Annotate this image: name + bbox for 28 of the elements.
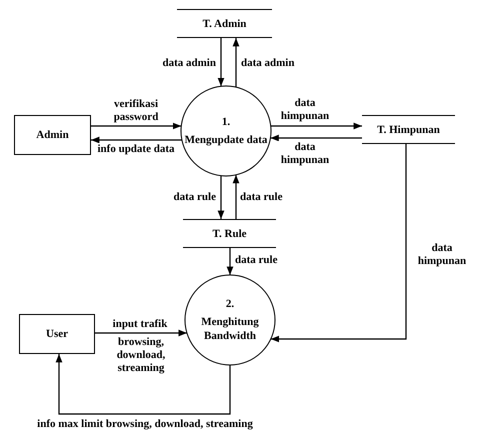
process-number: 1.: [222, 115, 230, 129]
entity-box: [14, 115, 91, 155]
node-label: Admin: [36, 128, 69, 142]
arrow: [270, 122, 362, 130]
arrow: [91, 136, 182, 144]
process-name: Mengupdate data: [184, 133, 268, 147]
arrow: [95, 330, 187, 336]
process-circle: [180, 85, 272, 177]
entity-box: [19, 314, 95, 354]
arrow: [270, 134, 362, 142]
process-circle: [184, 274, 276, 366]
arrow: [91, 122, 182, 130]
node-label: T. Admin: [202, 16, 246, 30]
arrow: [232, 174, 240, 219]
process-name: Menghitung Bandwidth: [200, 315, 260, 343]
process-number: 2.: [226, 297, 234, 311]
node-label: T. Himpunan: [377, 122, 440, 136]
arrow: [270, 144, 407, 342]
arrow: [232, 38, 240, 88]
arrow: [56, 354, 231, 415]
node-label: User: [46, 327, 68, 341]
node-label: T. Rule: [212, 226, 247, 240]
arrow: [226, 248, 234, 275]
edge-label: info max limit browsing, download, streaming: [37, 418, 253, 431]
edge-label: info update data: [97, 143, 175, 156]
edge-label: input trafik: [112, 318, 168, 331]
arrow: [218, 176, 224, 219]
arrow: [218, 38, 224, 86]
